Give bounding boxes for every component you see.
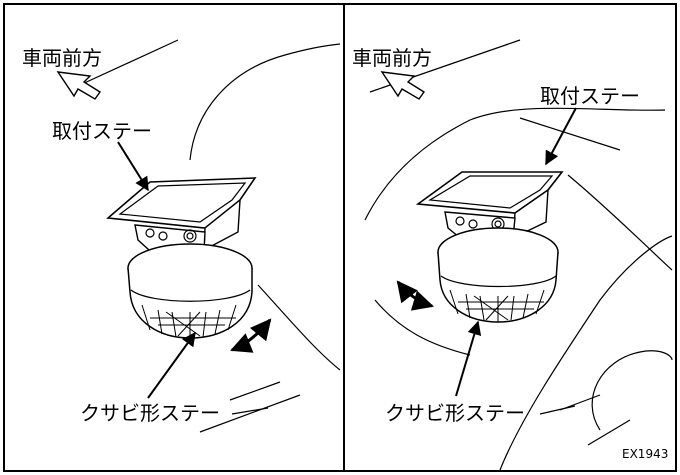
left-screw-3	[183, 229, 197, 243]
right-screw-1	[455, 216, 465, 226]
left-front-arrow-icon	[56, 71, 102, 100]
left-dome-grille	[141, 304, 237, 338]
right-screw-2	[468, 219, 478, 229]
right-console-curve	[374, 299, 471, 356]
right-bracket-pointer	[545, 107, 577, 166]
left-panel	[56, 39, 341, 433]
right-panel	[364, 39, 673, 471]
left-wedge-label-leader	[231, 407, 269, 415]
left-direction-label: 車両前方	[22, 46, 102, 70]
left-bracket-pointer	[117, 141, 149, 192]
left-body-curve	[257, 284, 341, 371]
right-body-line-2	[567, 174, 673, 271]
right-dome-grille	[449, 289, 545, 322]
left-windshield-line	[79, 39, 179, 86]
left-screw-2	[158, 231, 168, 241]
right-bracket-label: 取付ステー	[540, 84, 640, 108]
panel-divider	[343, 3, 345, 472]
left-bracket-label: 取付ステー	[52, 119, 152, 143]
figure-code: EX1943	[622, 447, 668, 461]
figure-frame	[3, 3, 677, 472]
right-dash-curve	[364, 107, 666, 221]
right-wedge-label-leader	[539, 405, 576, 415]
right-rotate-arrow	[396, 280, 435, 311]
right-direction-label: 車両前方	[352, 46, 432, 70]
left-wedge-label: クサビ形ステー	[80, 401, 220, 425]
right-wedge-pointer	[455, 320, 482, 397]
left-rotate-arrow	[230, 318, 272, 353]
right-front-arrow-icon	[380, 71, 426, 100]
right-body-line	[499, 235, 673, 471]
left-floor-line	[199, 394, 301, 433]
right-wedge-label: クサビ形ステー	[385, 401, 525, 425]
left-floor-line-2	[229, 381, 281, 401]
right-knob-curve	[591, 350, 673, 431]
left-screw-1	[145, 228, 155, 238]
right-dash-inner	[519, 117, 621, 151]
left-wedge-pointer	[147, 331, 196, 399]
left-dash-curve	[189, 43, 341, 161]
